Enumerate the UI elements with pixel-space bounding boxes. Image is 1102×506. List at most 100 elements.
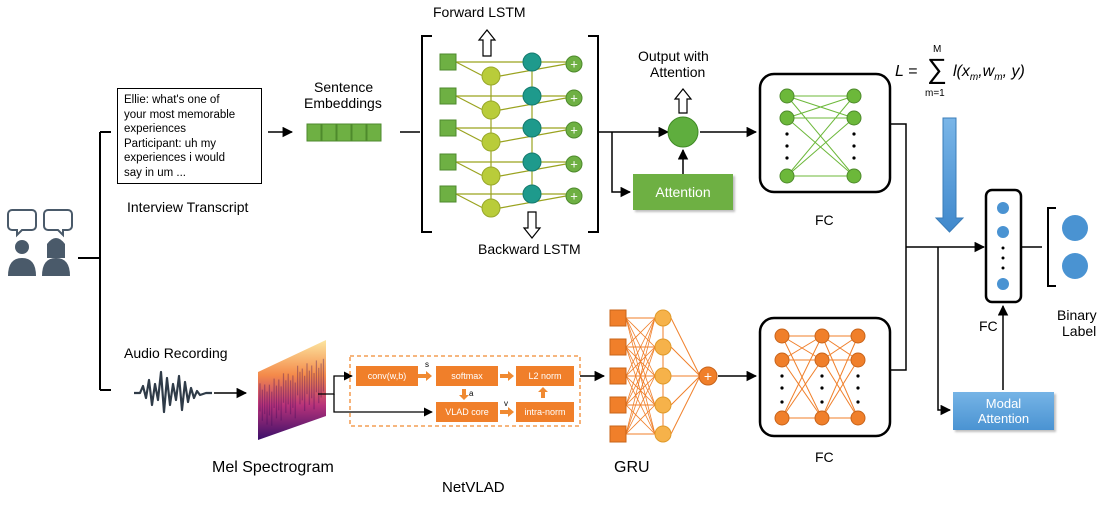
netvlad-vlad-core-block: VLAD core: [436, 402, 498, 422]
fc-edge: [786, 95, 855, 119]
netvlad-conv-block: conv(w,b): [356, 366, 418, 386]
split-connector: [78, 131, 111, 391]
binary-label-line2: Label: [1062, 323, 1097, 339]
lstm-forward-node: [522, 52, 542, 72]
fc-node: [846, 110, 862, 126]
formula-body: l(x: [953, 63, 970, 80]
gru-hidden-node: [654, 425, 672, 443]
fc-edge: [781, 335, 823, 419]
gru-link: [670, 375, 701, 406]
fc-node: [779, 88, 795, 104]
modal-attention-line1: Modal: [985, 396, 1022, 411]
loss-formula: L = M ∑ m=1 l(xm,wm, y): [893, 44, 1053, 104]
lstm-forward-node: [522, 184, 542, 204]
gru-output-node: [698, 366, 718, 386]
fc-node: [850, 328, 866, 344]
gru-network: +: [609, 309, 718, 443]
plus-icon: +: [570, 123, 578, 138]
fc-node: [846, 88, 862, 104]
fc-node: [814, 352, 830, 368]
fc-ellipsis-dot: [856, 374, 860, 378]
gru-label: GRU: [614, 459, 650, 476]
gru-link: [625, 346, 656, 435]
bilstm-cells: +++++: [439, 52, 583, 218]
binary-label-node: [1062, 253, 1088, 279]
fc-right-label: FC: [979, 318, 998, 334]
transcript-line: experiences i would: [124, 152, 226, 164]
sentence-embeddings-blocks: [306, 123, 382, 142]
lstm-brackets: [421, 35, 599, 233]
modal-attention-line2: Attention: [977, 411, 1030, 426]
fc-ellipsis-dot: [780, 374, 784, 378]
lstm-link: [455, 95, 484, 111]
fc-node: [779, 110, 795, 126]
modal-attention-block: Modal Attention: [953, 392, 1054, 430]
attention-output-node: [667, 116, 699, 148]
fc-edge: [821, 359, 859, 419]
fc-ellipsis-dot: [852, 144, 856, 148]
fusion-lines: [890, 123, 1042, 416]
lstm-backward-node: [481, 100, 501, 120]
transcript-line: experiences: [124, 123, 187, 135]
attention-block: Attention: [633, 174, 733, 210]
gru-hidden-node: [654, 367, 672, 385]
lstm-sum-node: [565, 155, 583, 173]
lstm-link: [455, 193, 484, 209]
forward-lstm-label: Forward LSTM: [433, 4, 526, 20]
lstm-forward-node: [522, 118, 542, 138]
fc-edge: [821, 335, 859, 419]
lstm-link: [455, 61, 484, 77]
lstm-backward-node: [481, 132, 501, 152]
fc-node: [814, 410, 830, 426]
lstm-input-node: [439, 185, 457, 203]
gru-input-node: [609, 338, 627, 356]
fc-node: [774, 328, 790, 344]
fc-top-frame: [758, 72, 892, 194]
mel-spectrogram-label: Mel Spectrogram: [212, 459, 334, 476]
mel-spectrogram-image: [258, 340, 326, 440]
netvlad-v-label: v: [504, 399, 508, 408]
transcript-line: say in um ...: [124, 166, 186, 179]
gru-link: [625, 317, 656, 348]
netvlad-s-label: s: [425, 360, 429, 369]
lstm-sum-node: [565, 55, 583, 73]
interview-transcript-box: Ellie: what's one of your most memorable…: [117, 88, 262, 184]
fc-ellipsis-dot: [785, 144, 789, 148]
lstm-input-node: [439, 53, 457, 71]
sentence-embeddings-label-line2: Embeddings: [304, 95, 382, 111]
fc-ellipsis-dot: [780, 386, 784, 390]
fc-node: [846, 168, 862, 184]
fc-bottom-network: [774, 328, 866, 426]
gru-link: [670, 375, 701, 435]
lstm-sum-node: [565, 89, 583, 107]
binary-label-line1: Binary: [1057, 307, 1097, 323]
formula-sum-top: M: [933, 44, 942, 55]
lstm-output-lines: [598, 126, 758, 198]
gru-link: [625, 375, 656, 435]
lstm-input-node: [439, 119, 457, 137]
fc-top-network: [779, 88, 862, 184]
netvlad-softmax-block: softmax: [436, 366, 498, 386]
fc-ellipsis-dot: [780, 400, 784, 404]
lstm-backward-node: [481, 198, 501, 218]
netvlad-label: NetVLAD: [442, 479, 505, 496]
gru-input-node: [609, 367, 627, 385]
audio-recording-label: Audio Recording: [124, 345, 228, 361]
transcript-line: your most memorable: [124, 108, 236, 121]
gru-link: [670, 317, 701, 377]
fc-ellipsis-dot: [852, 132, 856, 136]
plus-icon: +: [570, 189, 578, 204]
netvlad-intra-norm-block: intra-norm: [516, 402, 574, 422]
lstm-link: [455, 127, 484, 143]
lstm-input-node: [439, 87, 457, 105]
lstm-forward-node: [522, 86, 542, 106]
formula-lhs: L =: [895, 63, 918, 80]
fc-top-label: FC: [815, 212, 834, 228]
netvlad-a-label: a: [469, 389, 474, 398]
fc-bottom-label: FC: [815, 449, 834, 465]
plus-icon: +: [704, 368, 712, 384]
fc-ellipsis-dot: [785, 156, 789, 160]
people-icon: [7, 209, 73, 276]
formula-sub-m1: m: [969, 72, 979, 84]
